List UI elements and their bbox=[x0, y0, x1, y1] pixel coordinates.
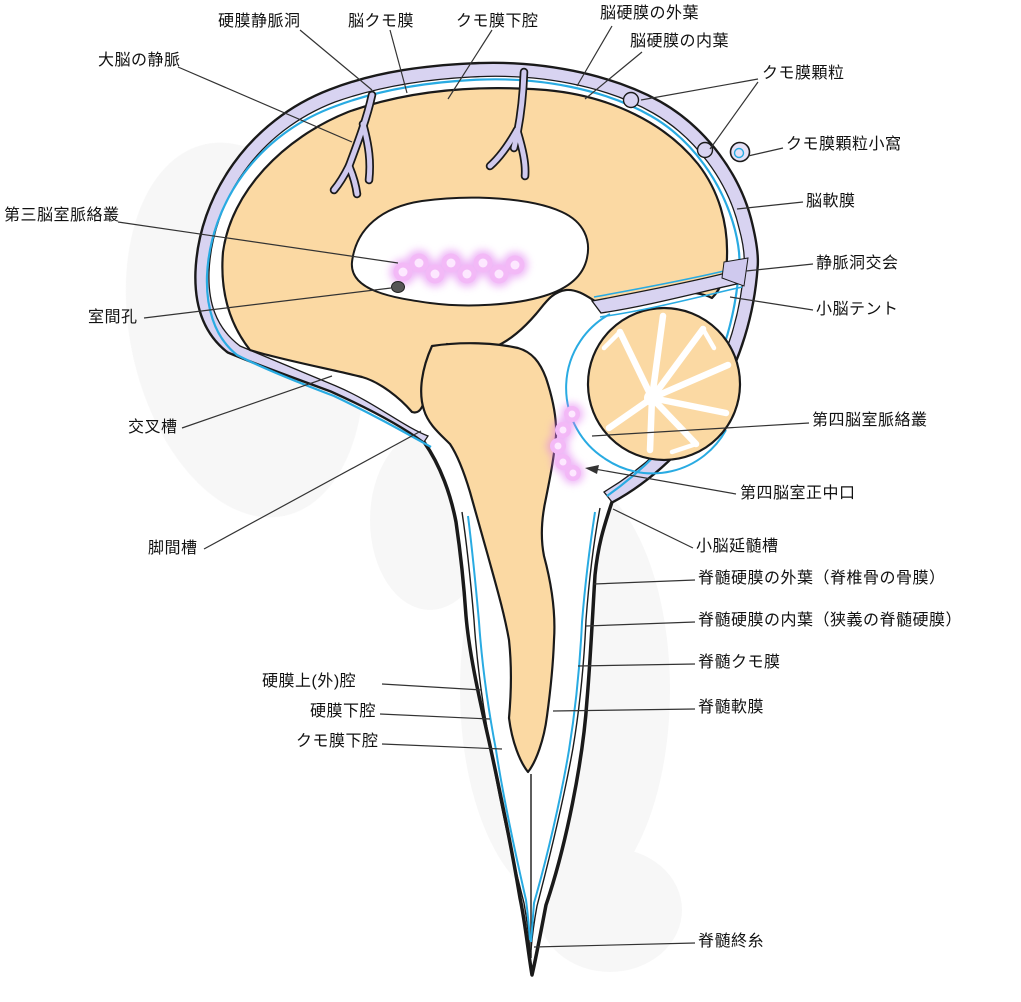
arrowhead bbox=[585, 465, 599, 474]
label-confluence-of-sinuses: 静脈洞交会 bbox=[816, 255, 899, 272]
label-subarachnoid-space-spinal: クモ膜下腔 bbox=[296, 733, 379, 750]
label-spinal-dura-outer-layer: 脊髄硬膜の外葉（脊椎骨の骨膜） bbox=[698, 570, 946, 587]
label-chiasmatic-cistern: 交叉槽 bbox=[128, 419, 178, 436]
leader-line bbox=[584, 51, 643, 100]
leader-line bbox=[181, 375, 333, 429]
leader-line bbox=[745, 263, 814, 272]
leader-lines bbox=[117, 25, 814, 948]
leader-line bbox=[585, 621, 696, 627]
cerebellum bbox=[586, 306, 742, 462]
leader-line bbox=[593, 579, 696, 585]
label-interpeduncular-cistern: 脚間槽 bbox=[148, 540, 198, 557]
cerebellar-subarachnoid-line bbox=[565, 313, 727, 475]
brainstem-spinal-cord bbox=[420, 342, 558, 774]
cerebral-veins bbox=[329, 67, 530, 199]
choroid-plexus-fourth-ventricle-shape bbox=[547, 403, 584, 484]
leader-line bbox=[533, 942, 696, 948]
leader-line bbox=[447, 29, 493, 100]
leader-line bbox=[576, 25, 613, 87]
arbor-vitae bbox=[605, 312, 732, 454]
leader-line bbox=[577, 663, 696, 667]
label-choroid-plexus-third-ventricle: 第三脳室脈絡叢 bbox=[4, 207, 120, 224]
leader-line bbox=[747, 147, 784, 157]
label-spinal-arachnoid: 脊髄クモ膜 bbox=[698, 654, 781, 671]
label-choroid-plexus-fourth-ventricle: 第四脳室脈絡叢 bbox=[812, 412, 928, 429]
label-cerebral-vein: 大脳の静脈 bbox=[98, 52, 181, 69]
choroid-plexus-third-ventricle-shape bbox=[390, 250, 528, 287]
label-cerebral-arachnoid: 脳クモ膜 bbox=[348, 13, 415, 30]
leader-line bbox=[389, 29, 408, 94]
leader-line bbox=[640, 78, 759, 101]
spinal-dura-inner-leaf-lines bbox=[461, 507, 601, 953]
label-epidural-space: 硬膜上(外)腔 bbox=[262, 673, 357, 690]
leader-line bbox=[379, 713, 491, 720]
leader-line bbox=[709, 81, 759, 150]
granular-foveola-shape bbox=[729, 141, 751, 163]
label-cranial-dura-inner-layer: 脳硬膜の内葉 bbox=[630, 33, 730, 50]
leader-line bbox=[381, 743, 503, 750]
label-filum-terminale: 脊髄終糸 bbox=[698, 933, 765, 950]
leader-line bbox=[588, 467, 737, 495]
label-granular-foveola: クモ膜顆粒小窩 bbox=[786, 136, 902, 153]
leader-line bbox=[612, 508, 694, 549]
label-spinal-pia: 脊髄軟膜 bbox=[698, 699, 765, 716]
label-spinal-dura-inner-layer: 脊髄硬膜の内葉（狭義の脊髄硬膜） bbox=[698, 612, 963, 629]
arachnoid-granulation-shapes bbox=[622, 91, 714, 159]
leader-line bbox=[381, 683, 483, 691]
leader-line bbox=[299, 29, 373, 91]
label-tentorium-cerebelli: 小脳テント bbox=[816, 301, 899, 318]
leader-line bbox=[117, 221, 399, 264]
label-cerebellomedullary-cistern: 小脳延髄槽 bbox=[696, 538, 779, 555]
leader-line bbox=[729, 296, 814, 311]
label-interventricular-foramen: 室間孔 bbox=[88, 309, 138, 326]
confluence-of-sinuses-shape bbox=[721, 257, 749, 287]
interventricular-foramen-shape bbox=[391, 281, 405, 293]
label-dural-venous-sinus: 硬膜静脈洞 bbox=[218, 13, 301, 30]
leader-line bbox=[203, 430, 422, 550]
label-subarachnoid-space-cranial: クモ膜下腔 bbox=[456, 13, 539, 30]
label-cranial-dura-outer-layer: 脳硬膜の外葉 bbox=[600, 5, 700, 22]
leader-line bbox=[177, 66, 353, 143]
label-median-aperture-fourth-ventricle: 第四脳室正中口 bbox=[740, 485, 856, 502]
leader-line bbox=[591, 422, 810, 437]
leader-line bbox=[736, 201, 804, 210]
label-subdural-space: 硬膜下腔 bbox=[310, 703, 377, 720]
label-cerebral-pia: 脳軟膜 bbox=[806, 193, 856, 210]
leader-line bbox=[552, 708, 696, 712]
cranial-arachnoid-line bbox=[205, 78, 741, 497]
label-arachnoid-granulation: クモ膜顆粒 bbox=[762, 65, 845, 82]
ventricle-white-region bbox=[350, 196, 589, 307]
leader-line bbox=[143, 287, 392, 319]
spinal-arachnoid-lines bbox=[467, 511, 596, 943]
